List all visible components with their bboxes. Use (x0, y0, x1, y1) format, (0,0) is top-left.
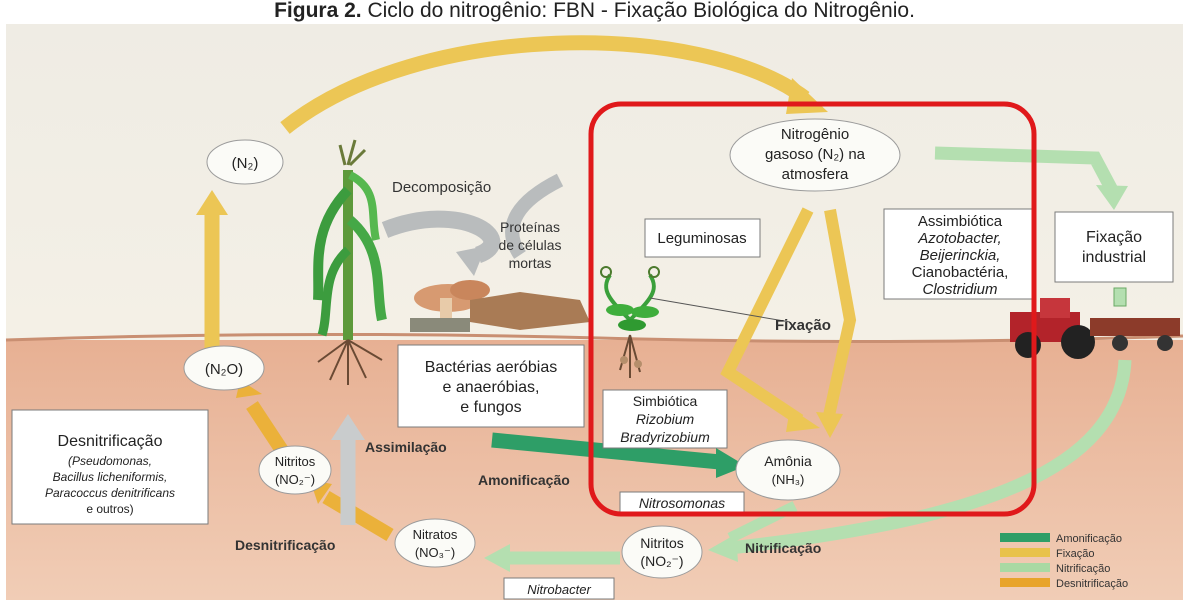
label-decomposicao: Decomposição (392, 179, 491, 196)
box-desnitrificacao-line2: (Pseudomonas, (68, 454, 152, 468)
node-atmosphere-line1: Nitrogênio (781, 126, 849, 143)
box-bacterias-line3: e fungos (460, 399, 521, 416)
node-nitritos-bottom-line2: (NO₂⁻) (640, 553, 683, 569)
label-proteinas-line3: mortas (509, 255, 552, 271)
legend-swatch-fixacao (1000, 548, 1050, 557)
box-fixacao-industrial (1055, 212, 1173, 282)
legend-label-amonificacao: Amonificação (1056, 533, 1122, 545)
box-bacterias-line1: Bactérias aeróbias (425, 359, 558, 376)
node-n2o-label: (N₂O) (205, 361, 243, 378)
box-desnitrificacao-line5: e outros) (86, 502, 133, 516)
legend-swatch-nitrificacao (1000, 563, 1050, 572)
box-simbiotica-line1: Simbiótica (633, 393, 698, 409)
node-nitritos-left-line2: (NO₂⁻) (275, 472, 315, 487)
label-fixacao: Fixação (775, 317, 831, 334)
node-nitritos-bottom (622, 526, 702, 578)
node-nitritos-left-line1: Nitritos (275, 454, 316, 469)
box-desnitrificacao-line4: Paracoccus denitrificans (45, 486, 175, 500)
legend-label-desnitrificacao: Desnitrificação (1056, 578, 1128, 590)
node-amonia-line1: Amônia (764, 453, 812, 469)
box-assimbiotica-line2: Azotobacter, (917, 230, 1001, 247)
node-nitratos-line1: Nitratos (413, 527, 458, 542)
box-assimbiotica-line1: Assimbiótica (918, 213, 1003, 230)
legend-label-nitrificacao: Nitrificação (1056, 563, 1110, 575)
label-assimilacao: Assimilação (365, 439, 447, 455)
box-assimbiotica-line3: Beijerinckia, (920, 247, 1001, 264)
node-nitritos-bottom-line1: Nitritos (640, 535, 684, 551)
box-nitrobacter-label: Nitrobacter (527, 582, 591, 597)
label-proteinas-line1: Proteínas (500, 219, 560, 235)
node-amonia (736, 440, 840, 500)
node-atmosphere-line3: atmosfera (782, 166, 849, 183)
box-desnitrificacao-line1: Desnitrificação (58, 433, 163, 450)
label-proteinas-line2: de células (498, 237, 561, 253)
legend-swatch-amonificacao (1000, 533, 1050, 542)
box-fixacao-industrial-line2: industrial (1082, 249, 1146, 266)
box-desnitrificacao-line3: Bacillus licheniformis, (53, 470, 168, 484)
box-simbiotica-line3: Bradyrizobium (620, 429, 710, 445)
node-atmosphere-line2: gasoso (N₂) na (765, 146, 866, 163)
node-amonia-line2: (NH₃) (772, 472, 805, 487)
box-nitrosomonas-label: Nitrosomonas (639, 495, 725, 511)
label-desnitrificacao-arrow: Desnitrificação (235, 537, 335, 553)
label-amonificacao: Amonificação (478, 472, 570, 488)
label-nitrificacao: Nitrificação (745, 540, 821, 556)
box-bacterias-line2: e anaeróbias, (443, 379, 540, 396)
legend-swatch-desnitrificacao (1000, 578, 1050, 587)
box-assimbiotica-line5: Clostridium (922, 281, 997, 298)
node-n2-label: (N₂) (232, 155, 259, 172)
box-leguminosas-label: Leguminosas (657, 230, 746, 247)
box-assimbiotica-line4: Cianobactéria, (912, 264, 1009, 281)
legend-label-fixacao: Fixação (1056, 548, 1095, 560)
box-simbiotica-line2: Rizobium (636, 411, 695, 427)
box-fixacao-industrial-line1: Fixação (1086, 229, 1142, 246)
node-nitratos-line2: (NO₃⁻) (415, 545, 455, 560)
